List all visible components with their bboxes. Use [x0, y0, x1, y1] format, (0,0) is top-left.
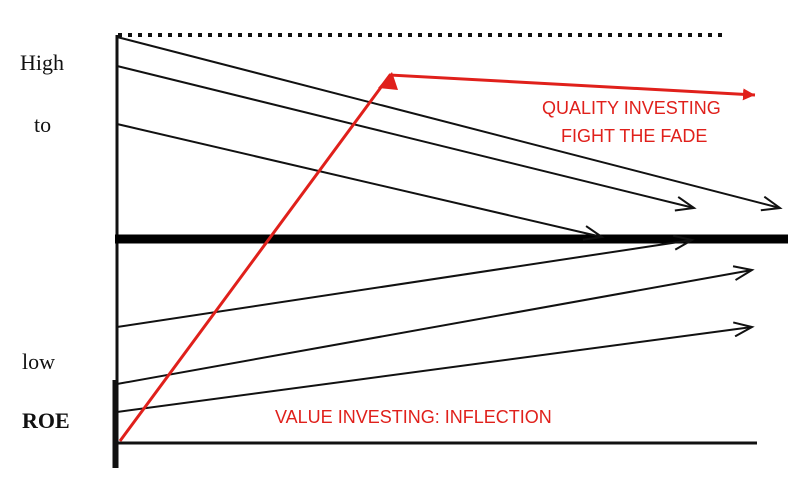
y-label-high: High: [20, 50, 64, 75]
value-investing-label: VALUE INVESTING: INFLECTION: [275, 407, 552, 427]
fade-arrow-high-2: [116, 65, 697, 212]
quality-investing-label: QUALITY INVESTING: [542, 98, 721, 118]
fade-arrow-low-3: [116, 321, 755, 413]
y-label-low: low: [22, 349, 55, 374]
fade-arrow-low-1: [116, 234, 695, 328]
fade-arrow-high-1: [116, 36, 783, 212]
y-label-roe: ROE: [22, 408, 70, 433]
fade-arrow-high-3: [116, 123, 605, 241]
y-label-to: to: [34, 112, 52, 137]
fade-arrow-low-2: [116, 265, 755, 385]
red-arrowhead-corner: [378, 72, 398, 90]
fight-the-fade-label: FIGHT THE FADE: [561, 126, 708, 146]
